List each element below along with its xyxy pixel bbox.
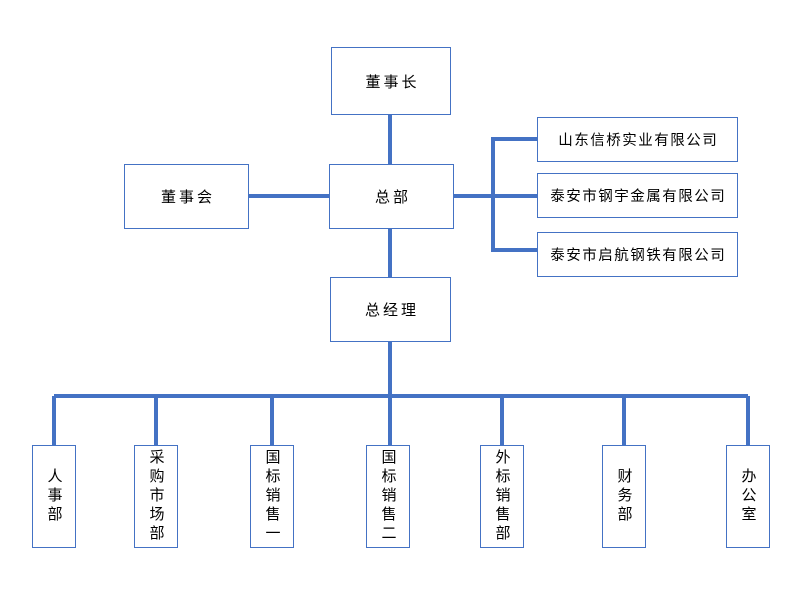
node-board-of-directors: 董事会	[124, 164, 249, 229]
node-department-4: 国标销售二	[366, 445, 410, 548]
node-department-5: 外标销售部	[480, 445, 524, 548]
connector-subsidiary-top-branch	[491, 137, 537, 196]
node-department-6: 财务部	[602, 445, 646, 548]
node-department-2: 采购市场部	[134, 445, 178, 548]
node-subsidiary-2: 泰安市钢宇金属有限公司	[537, 173, 738, 218]
node-general-manager: 总经理	[330, 277, 451, 342]
connector-subsidiary-bottom-branch	[491, 196, 537, 252]
node-department-3: 国标销售一	[250, 445, 294, 548]
node-headquarters: 总部	[329, 164, 454, 229]
node-subsidiary-1: 山东信桥实业有限公司	[537, 117, 738, 162]
node-department-1: 人事部	[32, 445, 76, 548]
node-subsidiary-3: 泰安市启航钢铁有限公司	[537, 232, 738, 277]
node-department-7: 办公室	[726, 445, 770, 548]
node-chairman: 董事长	[331, 47, 451, 115]
